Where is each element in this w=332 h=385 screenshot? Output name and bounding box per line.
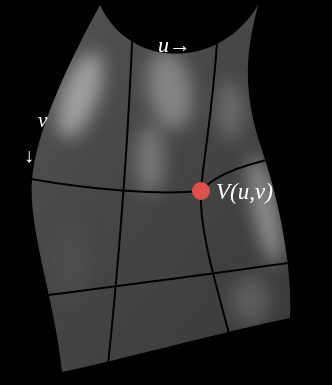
axis-label: v xyxy=(38,110,47,131)
axis-arrow: ↓ xyxy=(24,145,34,165)
point-label: V(u,v) xyxy=(216,180,273,203)
axis-label: u→ xyxy=(158,34,191,56)
point-marker xyxy=(192,182,210,200)
grid-lines xyxy=(25,20,295,365)
